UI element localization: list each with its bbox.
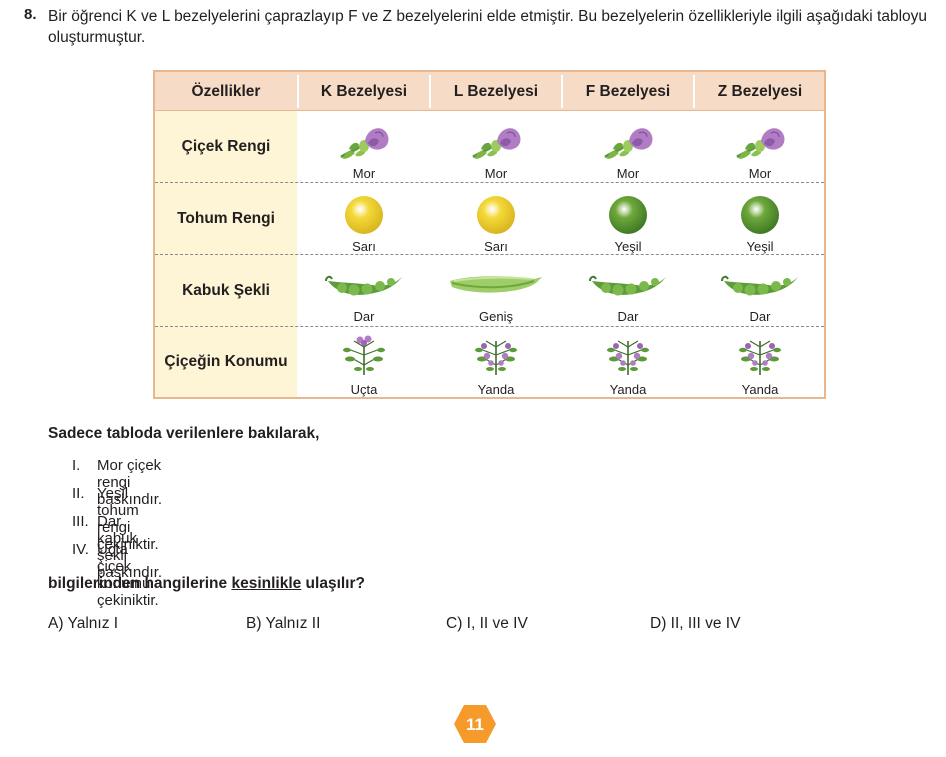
prompt-text: Sadece tabloda verilenlere bakılarak,: [48, 425, 320, 442]
header-z-pea: Z Bezelyesi: [717, 83, 803, 100]
row-divider: [155, 182, 824, 183]
trait-cell: Yanda: [694, 327, 826, 397]
pea-seed-icon: [694, 195, 826, 235]
page-number-badge: 11: [453, 704, 497, 744]
trait-value: Uçta: [350, 382, 378, 397]
header-f-pea: F Bezelyesi: [585, 83, 671, 100]
purple-flower-icon: [562, 123, 694, 163]
trait-value: Dar: [353, 309, 375, 324]
trait-label: Tohum Rengi: [177, 210, 275, 227]
page-number: 11: [466, 715, 484, 734]
trait-cell: Yeşil: [562, 183, 694, 254]
statement-text: Yeşil tohum rengi çekiniktir.: [97, 485, 159, 553]
pea-seed-icon: [298, 195, 430, 235]
trait-cell: Yanda: [430, 327, 562, 397]
pea-traits-table: Özellikler K Bezelyesi L Bezelyesi F Bez…: [153, 70, 826, 399]
header-traits: Özellikler: [191, 83, 261, 100]
pea-plant-icon: [694, 335, 826, 375]
trait-value: Yanda: [741, 382, 779, 397]
trait-value: Dar: [749, 309, 771, 324]
pea-plant-icon: [562, 335, 694, 375]
trait-value: Yanda: [477, 382, 515, 397]
pea-pod-icon: [430, 271, 562, 297]
trait-value: Sarı: [352, 239, 376, 254]
table-header: Özellikler K Bezelyesi L Bezelyesi F Bez…: [155, 72, 824, 111]
question-text: Bir öğrenci K ve L bezelyelerini çaprazl…: [48, 8, 928, 46]
trait-cell: Mor: [430, 111, 562, 182]
final-question-post: ulaşılır?: [301, 575, 365, 592]
question-number: 8.: [24, 6, 37, 23]
statement-numeral: II.: [72, 485, 85, 502]
hexagon-icon: [454, 705, 496, 743]
trait-cell: Yanda: [562, 327, 694, 397]
pea-pod-icon: [694, 271, 826, 301]
trait-cell: Sarı: [298, 183, 430, 254]
final-question-pre: bilgilerinden hangilerine: [48, 575, 232, 592]
trait-label: Çiçek Rengi: [181, 138, 271, 155]
trait-cell: Geniş: [430, 255, 562, 326]
header-divider: [561, 75, 563, 108]
trait-value: Dar: [617, 309, 639, 324]
trait-cell: Yeşil: [694, 183, 826, 254]
trait-value: Mor: [352, 166, 376, 181]
purple-flower-icon: [430, 123, 562, 163]
trait-label: Kabuk Şekli: [182, 282, 270, 299]
statement-numeral: III.: [72, 513, 89, 530]
header-k-pea: K Bezelyesi: [320, 83, 408, 100]
trait-value: Sarı: [484, 239, 508, 254]
row-divider: [155, 254, 824, 255]
header-divider: [693, 75, 695, 108]
trait-cell: Dar: [694, 255, 826, 326]
trait-cell: Mor: [298, 111, 430, 182]
final-question-emphasis: kesinlikle: [231, 575, 302, 592]
pea-plant-icon: [298, 335, 430, 375]
header-divider: [297, 75, 299, 108]
option-a[interactable]: A) Yalnız I: [48, 615, 119, 632]
header-divider: [429, 75, 431, 108]
option-b[interactable]: B) Yalnız II: [246, 615, 321, 632]
row-divider: [155, 326, 824, 327]
option-d[interactable]: D) II, III ve IV: [650, 615, 741, 632]
statement-numeral: I.: [72, 457, 81, 474]
statement-text: Dar kabuk şekli baskındır.: [97, 513, 163, 581]
trait-cell: Dar: [562, 255, 694, 326]
statement-text: Uçta çiçek konumu çekiniktir.: [97, 541, 159, 609]
trait-value: Mor: [748, 166, 772, 181]
pea-seed-icon: [562, 195, 694, 235]
trait-cell: Mor: [694, 111, 826, 182]
trait-cell: Mor: [562, 111, 694, 182]
purple-flower-icon: [298, 123, 430, 163]
final-question: bilgilerinden hangilerine kesinlikle ula…: [48, 575, 365, 593]
pea-seed-icon: [430, 195, 562, 235]
pea-pod-icon: [562, 271, 694, 301]
trait-value: Yeşil: [614, 239, 642, 254]
trait-value: Mor: [616, 166, 640, 181]
trait-value: Yeşil: [746, 239, 774, 254]
trait-cell: Uçta: [298, 327, 430, 397]
trait-value: Yanda: [609, 382, 647, 397]
purple-flower-icon: [694, 123, 826, 163]
trait-cell: Sarı: [430, 183, 562, 254]
trait-cell: Dar: [298, 255, 430, 326]
trait-value: Mor: [484, 166, 508, 181]
statement-text: Mor çiçek rengi baskındır.: [97, 457, 163, 508]
statement-numeral: IV.: [72, 541, 89, 558]
trait-value: Geniş: [479, 309, 513, 324]
trait-label: Çiçeğin Konumu: [164, 353, 288, 370]
pea-plant-icon: [430, 335, 562, 375]
header-l-pea: L Bezelyesi: [453, 83, 539, 100]
option-c[interactable]: C) I, II ve IV: [446, 615, 528, 632]
pea-pod-icon: [298, 271, 430, 301]
